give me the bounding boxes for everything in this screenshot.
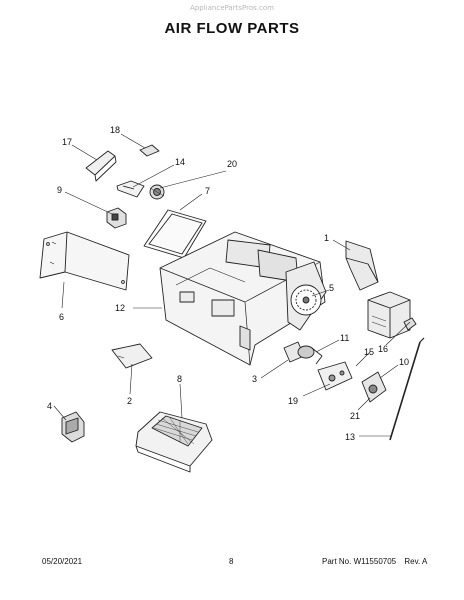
callout-19: 19: [288, 396, 298, 406]
callout-17: 17: [62, 137, 72, 147]
part-17-bracket: [85, 150, 117, 182]
leader-lines: [53, 133, 411, 437]
callout-21: 21: [350, 411, 360, 421]
footer-part-number: Part No. W11550705 Rev. A: [322, 557, 427, 566]
callout-16: 16: [378, 344, 388, 354]
part-4-clip: [61, 411, 85, 443]
callout-4: 4: [47, 401, 52, 411]
part-21-switch: [361, 371, 387, 403]
part-16-connector: [403, 317, 417, 331]
part-19-thermostat: [317, 361, 353, 391]
part-18-pad: [139, 144, 160, 157]
callout-1: 1: [324, 233, 329, 243]
footer-page-number: 8: [229, 557, 234, 566]
part-3-lamp: [283, 341, 323, 365]
part-8-grille: [135, 411, 213, 473]
part-20-motor: [149, 184, 165, 200]
part-9-connector: [106, 207, 127, 229]
callout-11: 11: [340, 333, 349, 343]
callout-5: 5: [329, 283, 334, 293]
watermark: AppliancePartsPros.com: [190, 4, 274, 12]
callout-2: 2: [127, 396, 132, 406]
callout-18: 18: [110, 125, 120, 135]
part-13-rod: [389, 337, 425, 441]
part-1-duct: [345, 240, 379, 291]
callout-8: 8: [177, 374, 182, 384]
callout-10: 10: [399, 357, 409, 367]
callout-14: 14: [175, 157, 185, 167]
callout-13: 13: [345, 432, 355, 442]
callout-20: 20: [227, 159, 237, 169]
part-5-blower: [285, 261, 327, 331]
part-15-transformer: [367, 291, 411, 339]
page-title: AIR FLOW PARTS: [164, 20, 300, 37]
callout-12: 12: [115, 303, 125, 313]
callout-3: 3: [252, 374, 257, 384]
callout-6: 6: [59, 312, 64, 322]
callout-labels: 17 18 14 20 9 7 1 5 12 6 11 15 16 3 19 1…: [47, 125, 409, 442]
part-number: Part No. W11550705: [322, 557, 397, 566]
part-2-plate: [111, 343, 153, 369]
callout-7: 7: [205, 186, 210, 196]
callout-15: 15: [364, 347, 374, 357]
callout-9: 9: [57, 185, 62, 195]
revision: Rev. A: [404, 557, 428, 566]
footer-date: 05/20/2021: [42, 557, 83, 566]
part-6-panel: [39, 231, 130, 291]
